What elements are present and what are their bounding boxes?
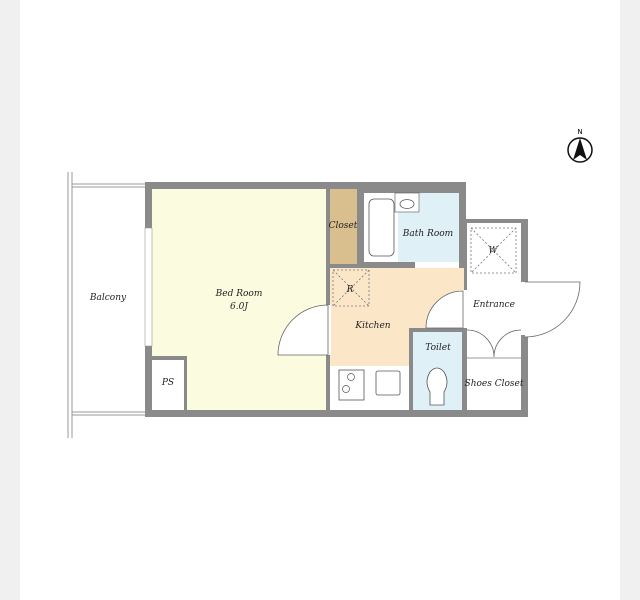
closet-label: Closet	[329, 221, 358, 231]
kitchen-door-swing	[425, 290, 464, 329]
toilet-icon	[426, 367, 448, 406]
shoes-closet-doors	[466, 329, 522, 358]
balcony-label: Balcony	[89, 293, 127, 303]
toilet-label: Toilet	[425, 343, 451, 353]
front-door-swing	[524, 281, 581, 338]
bathtub	[368, 198, 395, 257]
shoes-closet-label: Shoes Closet	[465, 379, 524, 389]
bedroom-size: 6.0J	[230, 302, 249, 312]
bath-door	[415, 262, 459, 268]
pipe-space-floor	[152, 360, 184, 410]
balcony	[67, 172, 145, 438]
kitchen-sink-icon	[375, 370, 401, 396]
fridge-label: R	[346, 285, 354, 295]
bedroom-label: Bed Room	[215, 289, 263, 299]
entrance-label: Entrance	[472, 300, 515, 310]
washer-label: W	[488, 246, 498, 256]
bedroom-door-swing	[277, 304, 329, 356]
pipe-space-label: PS	[161, 378, 174, 388]
compass-label: N	[577, 128, 582, 136]
fridge-space	[332, 269, 370, 307]
closet-floor	[330, 189, 357, 264]
washer-space	[470, 227, 517, 274]
window	[144, 227, 153, 347]
stove-icon	[338, 369, 365, 401]
entrance-floor	[467, 223, 521, 410]
bathroom-label: Bath Room	[402, 229, 453, 239]
kitchen-label: Kitchen	[354, 321, 390, 331]
north-compass-icon: N	[567, 128, 593, 163]
